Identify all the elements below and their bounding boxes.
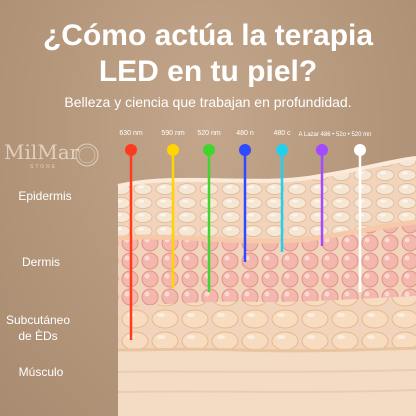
brand-logo-subtext: STORE (30, 164, 58, 170)
light-beams (125, 144, 366, 340)
beam-dot-white (354, 144, 366, 156)
subcutaneous-layer (118, 296, 416, 351)
beam-dot-590 (167, 144, 179, 156)
beam-dot-480-blue (239, 144, 251, 156)
layer-label-epidermis: Epidermis (18, 189, 72, 203)
dermis-layer (118, 222, 416, 306)
layer-label-dermis: Dermis (22, 255, 60, 269)
subtitle: Belleza y ciencia que trabajan en profun… (64, 94, 352, 110)
layer-label-subcutaneous: Subcutáneo de ÈDs (5, 313, 71, 343)
muscle-layer (118, 348, 416, 416)
wavelength-label-590: 590 nm (161, 130, 185, 137)
headline: ¿Cómo actúa la terapia LED en tu piel? (0, 18, 416, 90)
headline-line-2: LED en tu piel? (98, 55, 318, 88)
wavelength-label-520: 520 nm (197, 130, 221, 137)
beam-dot-violet (316, 144, 328, 156)
wavelength-label-480-cyan: 480 c (273, 130, 291, 137)
beam-dot-520 (203, 144, 215, 156)
beam-dot-630 (125, 144, 137, 156)
brand-logo-text: MilMar (4, 140, 80, 164)
brand-seal-icon (75, 143, 99, 167)
epidermis-layer (118, 158, 416, 241)
layer-label-muscle: Músculo (18, 365, 64, 379)
wavelength-label-combined: A Lazar 486 • 52o • 520 mn (298, 132, 372, 138)
wavelength-label-630: 630 nm (119, 130, 143, 137)
headline-line-1: ¿Cómo actúa la terapia (42, 19, 374, 52)
beam-dot-480-cyan (276, 144, 288, 156)
wavelength-label-480-blue: 480 n (236, 130, 254, 137)
